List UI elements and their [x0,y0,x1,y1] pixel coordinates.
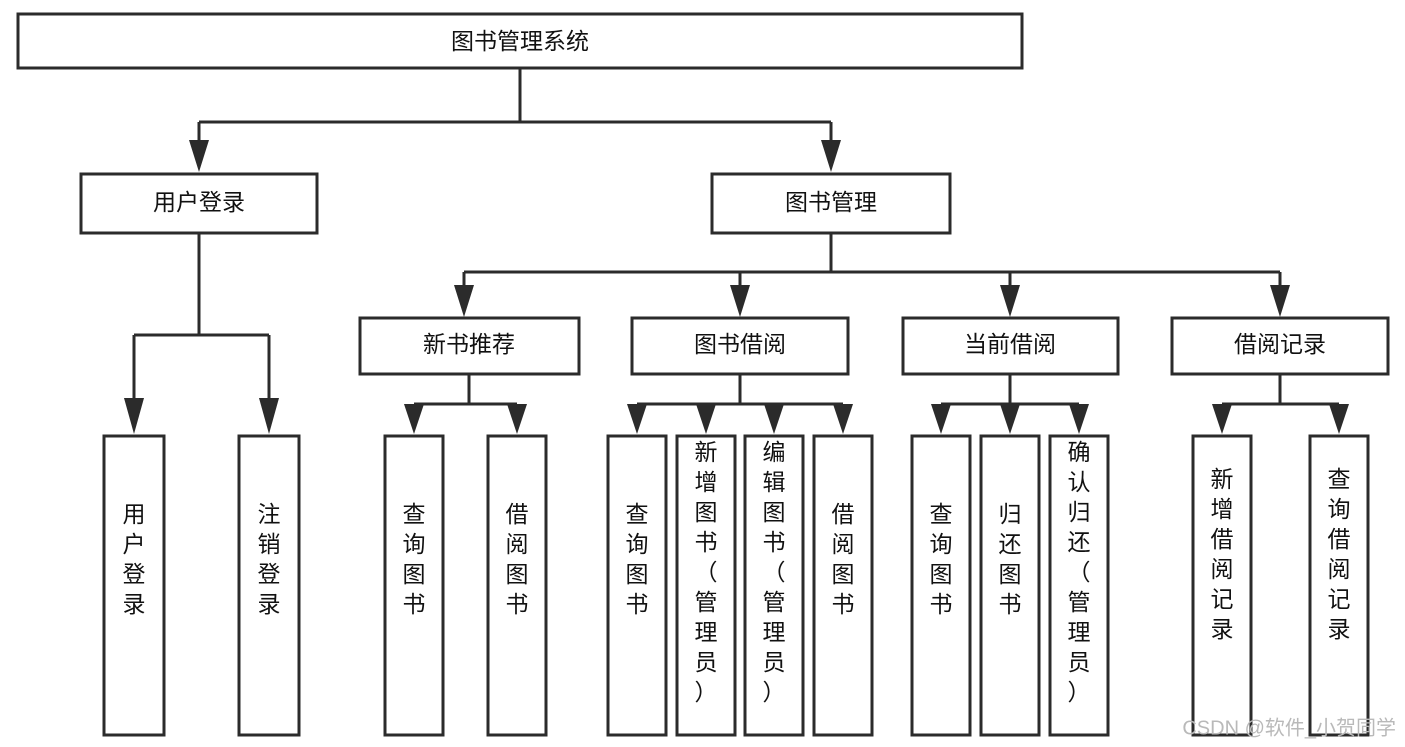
connector-group-book-manage [454,233,1290,317]
arrow-head-icon [124,398,144,434]
node-book-manage[interactable]: 图书管理 [710,172,952,235]
arrow-head-icon [1000,404,1020,434]
leaf-user-login-1[interactable]: 用户登录 [102,434,166,737]
arrow-head-icon [1000,285,1020,317]
node-book-manage-box[interactable] [710,172,952,235]
arrow-head-icon [833,404,853,434]
leaf-label: 编辑图书（管理员） [763,439,786,705]
leaf-records-2[interactable]: 查询借阅记录 [1308,434,1370,737]
leaf-new-book-1[interactable]: 查询图书 [383,434,445,737]
leaf-records-1[interactable]: 新增借阅记录 [1191,434,1253,737]
leaf-borrow-1[interactable]: 查询图书 [606,434,668,737]
leaf-label: 注销登录 [258,501,281,617]
leaf-borrow-2[interactable]: 新增图书（管理员） [675,434,737,737]
connector-group-borrow [627,374,853,434]
arrow-head-icon [696,404,716,434]
leaf-label: 新增图书（管理员） [695,439,718,705]
leaf-box[interactable] [1048,434,1110,737]
leaf-box[interactable] [486,434,548,737]
node-user-login-label: 用户登录 [153,189,245,215]
arrow-head-icon [1212,404,1232,434]
arrow-head-icon [259,398,279,434]
node-borrow-records-box[interactable] [1170,316,1390,376]
arrow-head-icon [931,404,951,434]
node-book-manage-label: 图书管理 [785,189,877,215]
leaf-box[interactable] [812,434,874,737]
leaf-box[interactable] [102,434,166,737]
arrow-head-icon [1270,285,1290,317]
leaf-box[interactable] [1308,434,1370,737]
leaf-label: 借阅图书 [832,501,855,617]
connector-group-current [931,374,1089,434]
leaf-box[interactable] [1191,434,1253,737]
node-borrow-label: 图书借阅 [694,331,786,357]
node-user-login-box[interactable] [79,172,319,235]
leaf-label: 查询借阅记录 [1328,466,1351,642]
leaf-label: 新增借阅记录 [1211,466,1234,642]
arrow-head-icon [821,140,841,172]
arrow-head-icon [507,404,527,434]
leaf-current-2[interactable]: 归还图书 [979,434,1041,737]
leaf-borrow-3[interactable]: 编辑图书（管理员） [743,434,805,737]
arrow-head-icon [189,140,209,172]
leaf-box[interactable] [979,434,1041,737]
leaf-box[interactable] [743,434,805,737]
arrow-head-icon [730,285,750,317]
node-user-login[interactable]: 用户登录 [79,172,319,235]
connector-group-user-login [124,233,279,434]
leaf-label: 借阅图书 [506,501,529,617]
watermark: CSDN @软件_小贺同学 [1182,716,1396,739]
node-current-borrow-box[interactable] [901,316,1120,376]
leaf-box[interactable] [237,434,301,737]
leaf-label: 查询图书 [626,501,649,617]
connector-group-records [1212,374,1349,434]
node-borrow-box[interactable] [630,316,850,376]
node-borrow-records[interactable]: 借阅记录 [1170,316,1390,376]
arrow-head-icon [627,404,647,434]
node-root-box[interactable] [16,12,1024,70]
arrow-head-icon [1329,404,1349,434]
leaf-current-3[interactable]: 确认归还（管理员） [1048,434,1110,737]
leaf-user-login-2[interactable]: 注销登录 [237,434,301,737]
connector-group-new-book [404,374,527,434]
node-current-borrow[interactable]: 当前借阅 [901,316,1120,376]
node-borrow[interactable]: 图书借阅 [630,316,850,376]
node-root[interactable]: 图书管理系统 [16,12,1024,70]
arrow-head-icon [764,404,784,434]
node-new-book-label: 新书推荐 [423,331,515,357]
leaf-label: 确认归还（管理员） [1068,439,1091,705]
node-new-book-box[interactable] [358,316,581,376]
node-new-book[interactable]: 新书推荐 [358,316,581,376]
leaf-label: 查询图书 [930,501,953,617]
arrow-head-icon [1069,404,1089,434]
leaf-borrow-4[interactable]: 借阅图书 [812,434,874,737]
leaf-box[interactable] [675,434,737,737]
leaf-box[interactable] [910,434,972,737]
node-root-label: 图书管理系统 [451,28,589,54]
leaf-label: 用户登录 [123,501,146,617]
leaf-label: 查询图书 [403,501,426,617]
arrow-head-icon [404,404,424,434]
leaf-current-1[interactable]: 查询图书 [910,434,972,737]
leaf-box[interactable] [383,434,445,737]
connector-group-root [189,68,841,172]
leaf-label: 归还图书 [999,501,1022,617]
node-borrow-records-label: 借阅记录 [1234,331,1326,357]
node-current-borrow-label: 当前借阅 [964,331,1056,357]
leaf-new-book-2[interactable]: 借阅图书 [486,434,548,737]
arrow-head-icon [454,285,474,317]
leaf-box[interactable] [606,434,668,737]
